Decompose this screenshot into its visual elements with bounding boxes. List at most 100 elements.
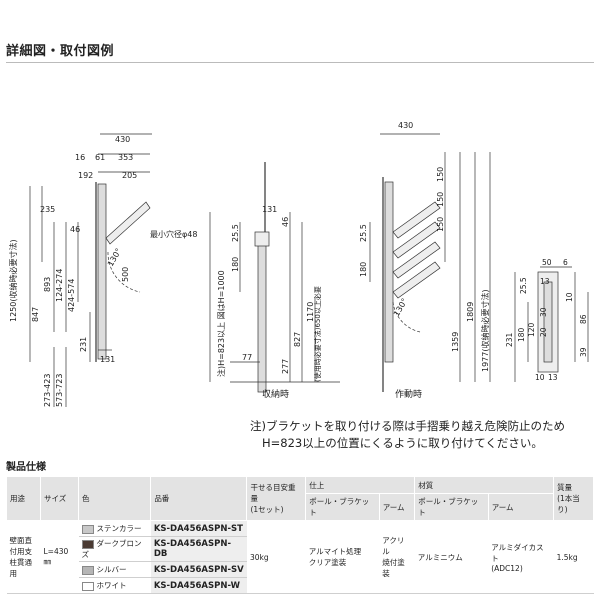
center-caption: 収納時 — [262, 388, 289, 400]
th-material: 材質 — [414, 476, 555, 494]
detail-dim-13-b: 13 — [548, 373, 558, 382]
center-dim-25-5: 25.5 — [231, 224, 240, 242]
dim-424-574: 424-574 — [67, 279, 76, 312]
th-color: 色 — [77, 476, 152, 521]
cell-load: 30kg — [246, 520, 306, 594]
color-swatch — [81, 565, 94, 575]
color-swatch — [81, 524, 94, 534]
right-dim-1977: 1977(収納時必要寸法) — [480, 289, 490, 372]
dim-500: 500 — [121, 267, 130, 282]
dim-131: 131 — [100, 355, 115, 364]
center-dim-180: 180 — [231, 257, 240, 272]
right-dim-150-c: 150 — [436, 217, 445, 232]
color-label: ダークブロンズ — [81, 539, 142, 559]
detail-dim-6: 6 — [563, 258, 568, 267]
cell-model: KS-DA456ASPN-W — [150, 577, 247, 594]
color-label: ホワイト — [96, 581, 127, 590]
hole-diameter-label: 最小穴径φ48 — [150, 229, 197, 239]
center-dim-77: 77 — [242, 353, 252, 362]
right-caption: 作動時 — [395, 388, 422, 400]
right-dim-180: 180 — [359, 262, 368, 277]
technical-drawing: 430 16 61 353 192 205 235 46 1250(収納時必要寸… — [8, 121, 589, 407]
right-dim-430: 430 — [398, 121, 413, 130]
table-row: ホワイト KS-DA456ASPN-W — [7, 577, 594, 594]
color-label: ステンカラー — [96, 524, 142, 533]
right-dim-25-5: 25.5 — [359, 224, 368, 242]
dim-235: 235 — [40, 205, 55, 214]
dim-16: 16 — [75, 153, 85, 162]
detail-dim-180: 180 — [517, 327, 526, 342]
cell-color: シルバー — [78, 561, 151, 578]
dim-192: 192 — [78, 171, 93, 180]
installation-note: 注)ブラケットを取り付ける際は手摺乗り越え危険防止のため H=823以上の位置に… — [250, 418, 565, 452]
dim-1250: 1250(収納時必要寸法) — [8, 239, 18, 322]
th-material-pole: ポール・ブラケット — [414, 493, 489, 521]
th-finish-arm: アーム — [378, 493, 416, 521]
dim-847: 847 — [31, 307, 40, 322]
cell-model: KS-DA456ASPN-ST — [150, 520, 247, 537]
dim-273-423: 273-423 — [43, 374, 52, 407]
table-row: 壁面直付用支柱貫通用 L=430㎜ ステンカラー KS-DA456ASPN-ST… — [6, 520, 594, 594]
detail-dim-39: 39 — [579, 347, 588, 357]
right-dim-150-b: 150 — [436, 192, 445, 207]
center-dim-1170: 1170 — [306, 302, 315, 322]
table-row: シルバー KS-DA456ASPN-SV — [7, 561, 594, 578]
right-dim-1809: 1809 — [466, 302, 475, 322]
detail-dim-25-5: 25.5 — [519, 277, 528, 294]
cell-usage: 壁面直付用支柱貫通用 — [6, 520, 41, 594]
table-row: ダークブロンズ KS-DA456ASPN-DB — [7, 536, 594, 562]
th-finish-pole: ポール・ブラケット — [305, 493, 380, 521]
center-height-note: 注)H=823以上 図はH=1000 — [216, 270, 226, 377]
detail-dim-10-b: 10 — [535, 373, 545, 382]
dim-573-723: 573-723 — [55, 374, 64, 407]
dim-430: 430 — [115, 135, 130, 144]
cell-finish-pole: アルマイト処理 クリア塗装 — [305, 520, 380, 594]
th-weight: 質量 (1本当り) — [553, 476, 594, 521]
right-dim-150-a: 150 — [436, 167, 445, 182]
cell-weight: 1.5kg — [553, 520, 594, 594]
detail-dim-50: 50 — [542, 258, 552, 267]
center-dim-277: 277 — [281, 359, 290, 374]
cell-material-pole: アルミニウム — [414, 520, 489, 594]
cell-material-arm: アルミダイカスト (ADC12) — [488, 520, 554, 594]
note-line-1: 注)ブラケットを取り付ける際は手摺乗り越え危険防止のため — [250, 419, 565, 433]
color-swatch — [81, 581, 94, 591]
detail-dim-10-a: 10 — [565, 292, 574, 302]
th-model: 品番 — [150, 476, 248, 521]
dim-61: 61 — [95, 153, 105, 162]
color-swatch — [81, 539, 94, 549]
detail-dim-30: 30 — [539, 307, 548, 317]
detail-dim-13-a: 13 — [540, 277, 550, 286]
cell-color: ホワイト — [78, 577, 151, 594]
cell-size: L=430㎜ — [40, 520, 79, 594]
dim-353: 353 — [118, 153, 133, 162]
dim-205: 205 — [122, 171, 137, 180]
page-heading: 詳細図・取付図例 — [6, 44, 115, 59]
right-dim-1359: 1359 — [451, 332, 460, 352]
cell-model: KS-DA456ASPN-DB — [150, 536, 247, 562]
dim-46: 46 — [70, 225, 80, 234]
th-usage: 用途 — [6, 476, 41, 521]
color-label: シルバー — [96, 565, 127, 574]
detail-dim-231: 231 — [505, 332, 514, 347]
detail-dim-120: 120 — [527, 322, 536, 337]
dim-231: 231 — [79, 337, 88, 352]
th-size: サイズ — [40, 476, 79, 521]
cell-color: ダークブロンズ — [78, 536, 151, 562]
th-load: 干せる目安重量 (1セット) — [246, 476, 307, 521]
center-dim-827: 827 — [293, 332, 302, 347]
cell-finish-arm: アクリル 焼付塗装 — [379, 520, 415, 594]
dim-893: 893 — [43, 277, 52, 292]
detail-dim-20: 20 — [539, 327, 548, 337]
center-dim-46: 46 — [281, 217, 290, 227]
heading-divider — [6, 62, 594, 63]
th-material-arm: アーム — [487, 493, 555, 521]
th-finish: 仕上 — [305, 476, 416, 494]
cell-model: KS-DA456ASPN-SV — [150, 561, 247, 578]
cell-color: ステンカラー — [78, 520, 151, 537]
dim-124-274: 124-274 — [55, 269, 64, 302]
center-dim-131: 131 — [262, 205, 277, 214]
note-line-2: H=823以上の位置にくるように取り付けてください。 — [262, 436, 543, 450]
detail-dim-86: 86 — [579, 314, 588, 324]
dim-130-deg: 130° — [106, 247, 123, 268]
